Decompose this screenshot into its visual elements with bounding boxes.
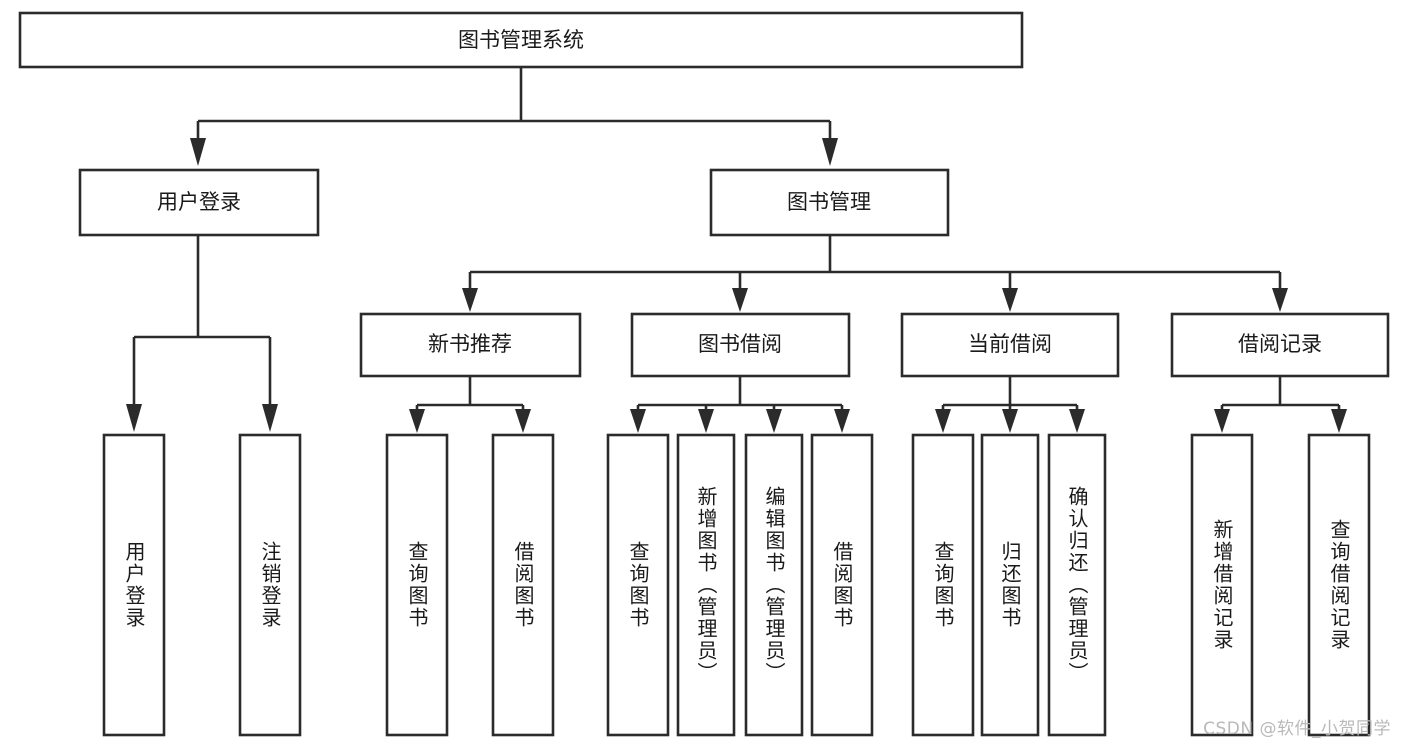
arrowhead-leaf-confirm-return: [1069, 409, 1085, 433]
node-root-label: 图书管理系统: [458, 28, 584, 52]
node-root[interactable]: [18, 11, 1024, 69]
arrowhead-leaf-borrow-book-1: [515, 409, 531, 433]
node-borrow-record[interactable]: [1170, 312, 1390, 378]
arrowhead-book-manage: [822, 138, 838, 166]
node-leaf-user-logout[interactable]: [238, 433, 302, 737]
arrowhead-leaf-user-logout: [262, 404, 278, 432]
node-leaf-query-record[interactable]: [1307, 433, 1371, 737]
node-current-borrow[interactable]: [900, 312, 1120, 378]
node-book-borrow[interactable]: [630, 312, 851, 378]
arrowhead-leaf-edit-book: [766, 409, 782, 433]
node-user-login[interactable]: [78, 168, 320, 237]
arrowhead-current-borrow: [1002, 288, 1018, 312]
connectors-new-book-recommend-to-leaves: [409, 376, 531, 433]
arrowhead-leaf-query-book-3: [935, 409, 951, 433]
node-new-book-recommend[interactable]: [359, 312, 582, 378]
arrowhead-leaf-query-book-1: [409, 409, 425, 433]
connectors-book-borrow-to-leaves: [630, 376, 850, 433]
node-leaf-borrow-book-2[interactable]: [810, 433, 874, 737]
arrowhead-leaf-return-book: [1002, 409, 1018, 433]
node-leaf-user-login[interactable]: [102, 433, 166, 737]
connectors-user-login-to-leaves: [126, 235, 278, 432]
arrowhead-leaf-add-record: [1214, 409, 1230, 433]
connectors-root-to-level1: [190, 67, 838, 166]
node-leaf-query-book-2[interactable]: [606, 433, 670, 737]
node-leaf-edit-book[interactable]: [744, 433, 804, 737]
connectors-current-borrow-to-leaves: [935, 376, 1085, 433]
arrowhead-book-borrow: [732, 288, 748, 312]
node-book-borrow-label: 图书借阅: [698, 332, 782, 356]
connectors-book-manage-to-level2: [462, 235, 1288, 312]
arrowhead-user-login: [190, 138, 206, 166]
arrowhead-leaf-query-record: [1331, 409, 1347, 433]
node-leaf-borrow-book-1[interactable]: [491, 433, 555, 737]
node-leaf-add-record[interactable]: [1190, 433, 1254, 737]
node-leaf-query-book-3[interactable]: [911, 433, 975, 737]
watermark: CSDN @软件_小贺同学: [1203, 719, 1391, 739]
arrowhead-leaf-query-book-2: [630, 409, 646, 433]
arrowhead-new-book-recommend: [462, 288, 478, 312]
arrowhead-leaf-add-book: [698, 409, 714, 433]
node-book-manage[interactable]: [709, 168, 950, 237]
arrowhead-borrow-record: [1272, 288, 1288, 312]
node-leaf-confirm-return[interactable]: [1047, 433, 1107, 737]
node-book-manage-label: 图书管理: [787, 190, 871, 214]
node-user-login-label: 用户登录: [157, 190, 241, 214]
node-current-borrow-label: 当前借阅: [968, 332, 1052, 356]
node-leaf-add-book[interactable]: [676, 433, 736, 737]
node-leaf-query-book-1[interactable]: [385, 433, 449, 737]
arrowhead-leaf-user-login: [126, 404, 142, 432]
node-new-book-recommend-label: 新书推荐: [428, 332, 512, 356]
node-borrow-record-label: 借阅记录: [1238, 332, 1322, 356]
arrowhead-leaf-borrow-book-2: [834, 409, 850, 433]
node-leaf-return-book[interactable]: [980, 433, 1040, 737]
connectors-borrow-record-to-leaves: [1214, 376, 1347, 433]
